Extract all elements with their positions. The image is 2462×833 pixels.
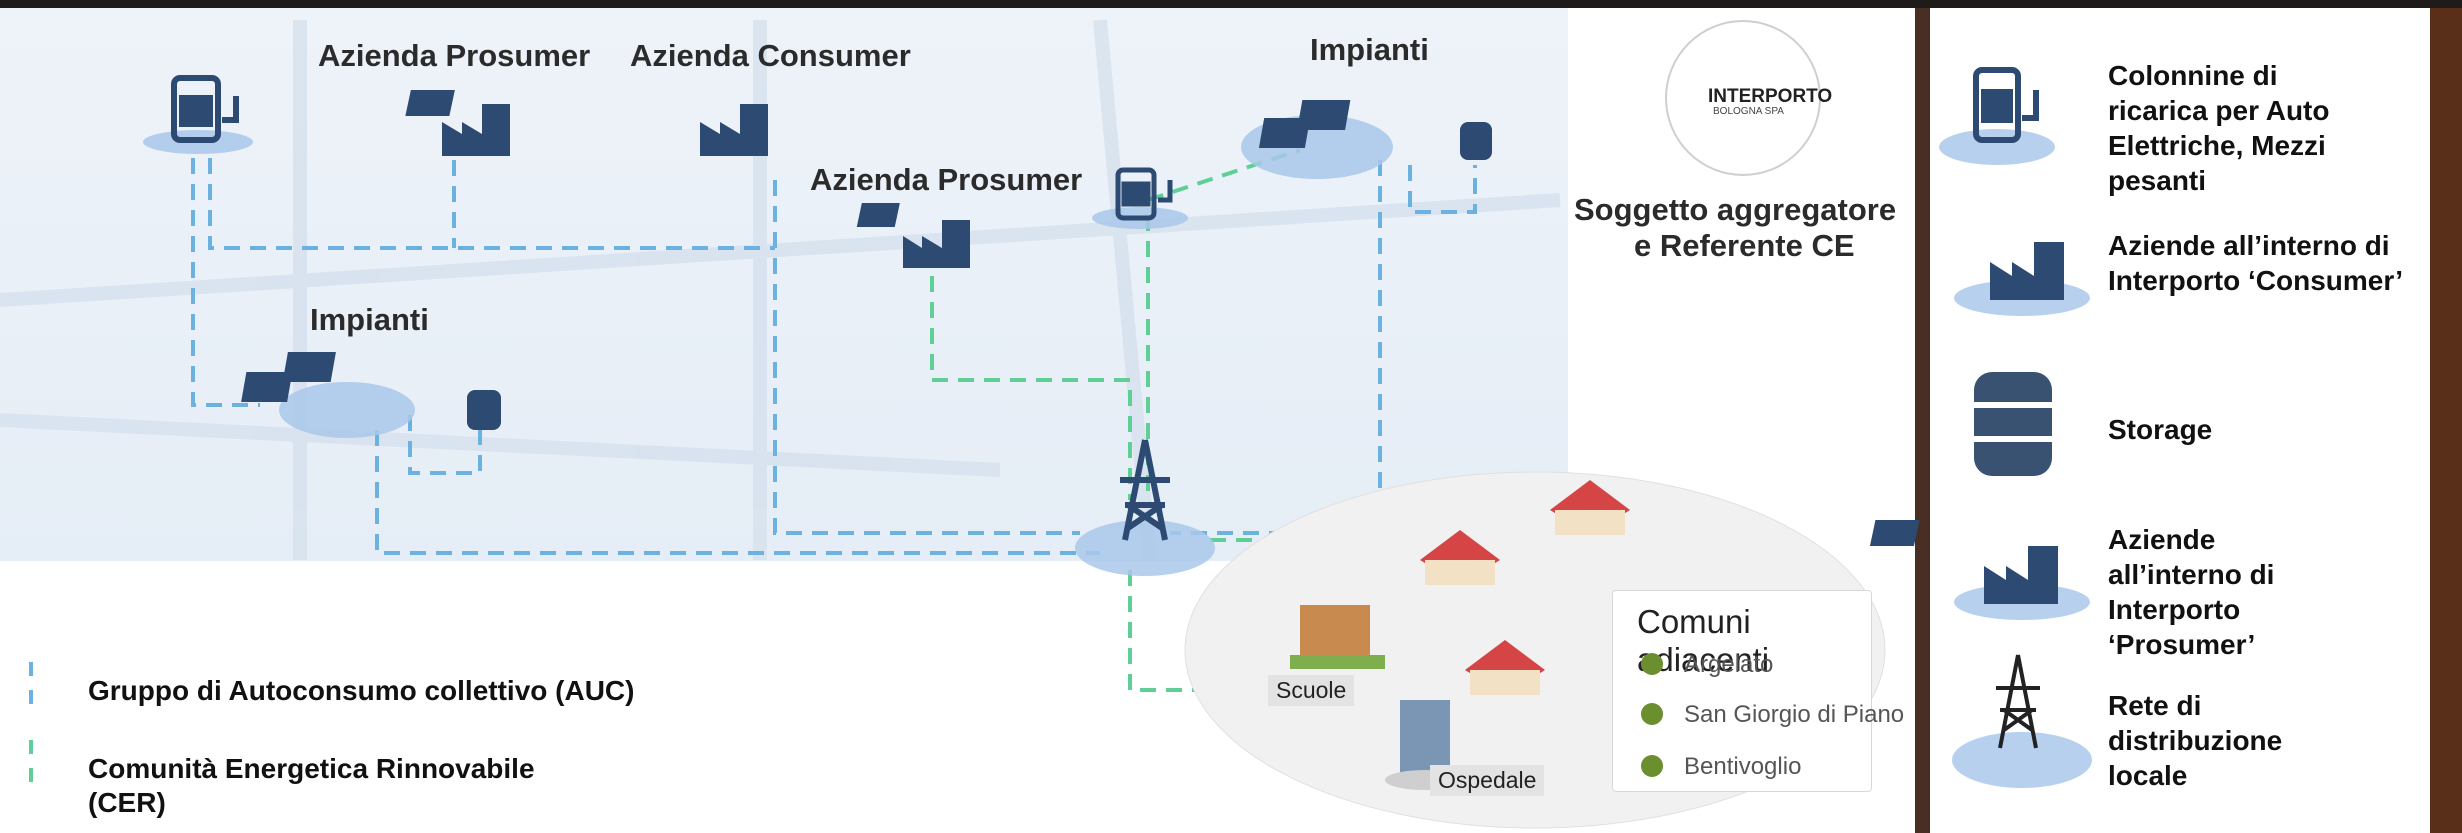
comune-item: San Giorgio di Piano [1684,701,1905,728]
legend-colonnine: Colonnine di ricarica per Auto Elettrich… [2108,58,2329,198]
legend-prosumer: Aziende all’interno di Interporto ‘Prosu… [2108,522,2274,662]
label-scuole: Scuole [1268,675,1355,706]
legend-line: distribuzione [2108,725,2283,756]
interporto-logo [1665,20,1821,176]
logo-text: INTERPORTO [1708,86,1833,107]
factory-consumer-icon [700,104,768,156]
label-impianti: Impianti [1310,32,1429,67]
label-impianti: Impianti [310,302,429,337]
legend-auc-text: Gruppo di Autoconsumo collettivo (AUC) [88,675,635,706]
power-pylon-icon [1120,439,1170,541]
solar-panel-icon [241,352,336,402]
school-building-icon [1290,605,1385,669]
label-ospedale: Ospedale [1430,765,1545,796]
crest-icon [1641,703,1663,725]
label-referente: e Referente CE [1634,228,1855,263]
legend-cer-text: Comunità Energetica Rinnovabile [88,753,535,784]
legend-line: Elettriche, Mezzi [2108,130,2326,161]
legend-storage: Storage [2108,412,2212,447]
factory-prosumer-icon [405,90,510,156]
legend-consumer: Aziende all’interno di Interporto ‘Consu… [2108,228,2403,298]
storage-icon [467,390,501,430]
factory-prosumer-icon [1869,520,2058,604]
legend-line: all’interno di [2108,559,2275,590]
legend-line: pesanti [2108,165,2207,196]
storage-icon [1974,372,2052,476]
legend-line: Aziende all’interno di [2108,230,2390,261]
label-azienda-prosumer: Azienda Prosumer [318,38,591,73]
label-azienda-consumer: Azienda Consumer [630,38,911,73]
comuni-box: Comuni adiacenti Argelato San Giorgio di… [1612,590,1904,792]
legend-cer-text-2: (CER) [88,787,166,818]
legend-line: Aziende [2108,524,2216,555]
house-icon [1420,530,1500,585]
power-pylon-icon [1996,654,2040,749]
label-azienda-prosumer: Azienda Prosumer [810,162,1083,197]
charging-station-icon [171,75,239,143]
legend-line: Interporto ‘Consumer’ [2108,265,2404,296]
logo-subtext: BOLOGNA SPA [1713,106,1784,117]
legend-line: Interporto [2108,594,2241,625]
legend-line: ‘Prosumer’ [2108,629,2256,660]
legend-rete: Rete di distribuzione locale [2108,688,2282,793]
crest-icon [1641,755,1663,777]
charging-station-icon [1115,167,1173,221]
factory-prosumer-icon [856,203,970,268]
factory-consumer-icon [1990,242,2064,300]
legend-line: Colonnine di [2108,60,2278,91]
crest-icon [1641,653,1663,675]
solar-panel-icon [1258,100,1351,148]
comune-item: Argelato [1684,651,1774,678]
comune-item: Bentivoglio [1684,753,1802,780]
house-icon [1550,480,1630,535]
legend-line: ricarica per Auto [2108,95,2330,126]
legend-line: locale [2108,760,2188,791]
legend-line: Rete di [2108,690,2202,721]
house-icon [1465,640,1545,695]
legend-line: Storage [2108,414,2213,445]
storage-icon [1460,122,1492,160]
charging-station-icon [1973,67,2039,143]
label-aggregatore: Soggetto aggregatore [1574,192,1897,227]
top-bar [0,0,2462,8]
